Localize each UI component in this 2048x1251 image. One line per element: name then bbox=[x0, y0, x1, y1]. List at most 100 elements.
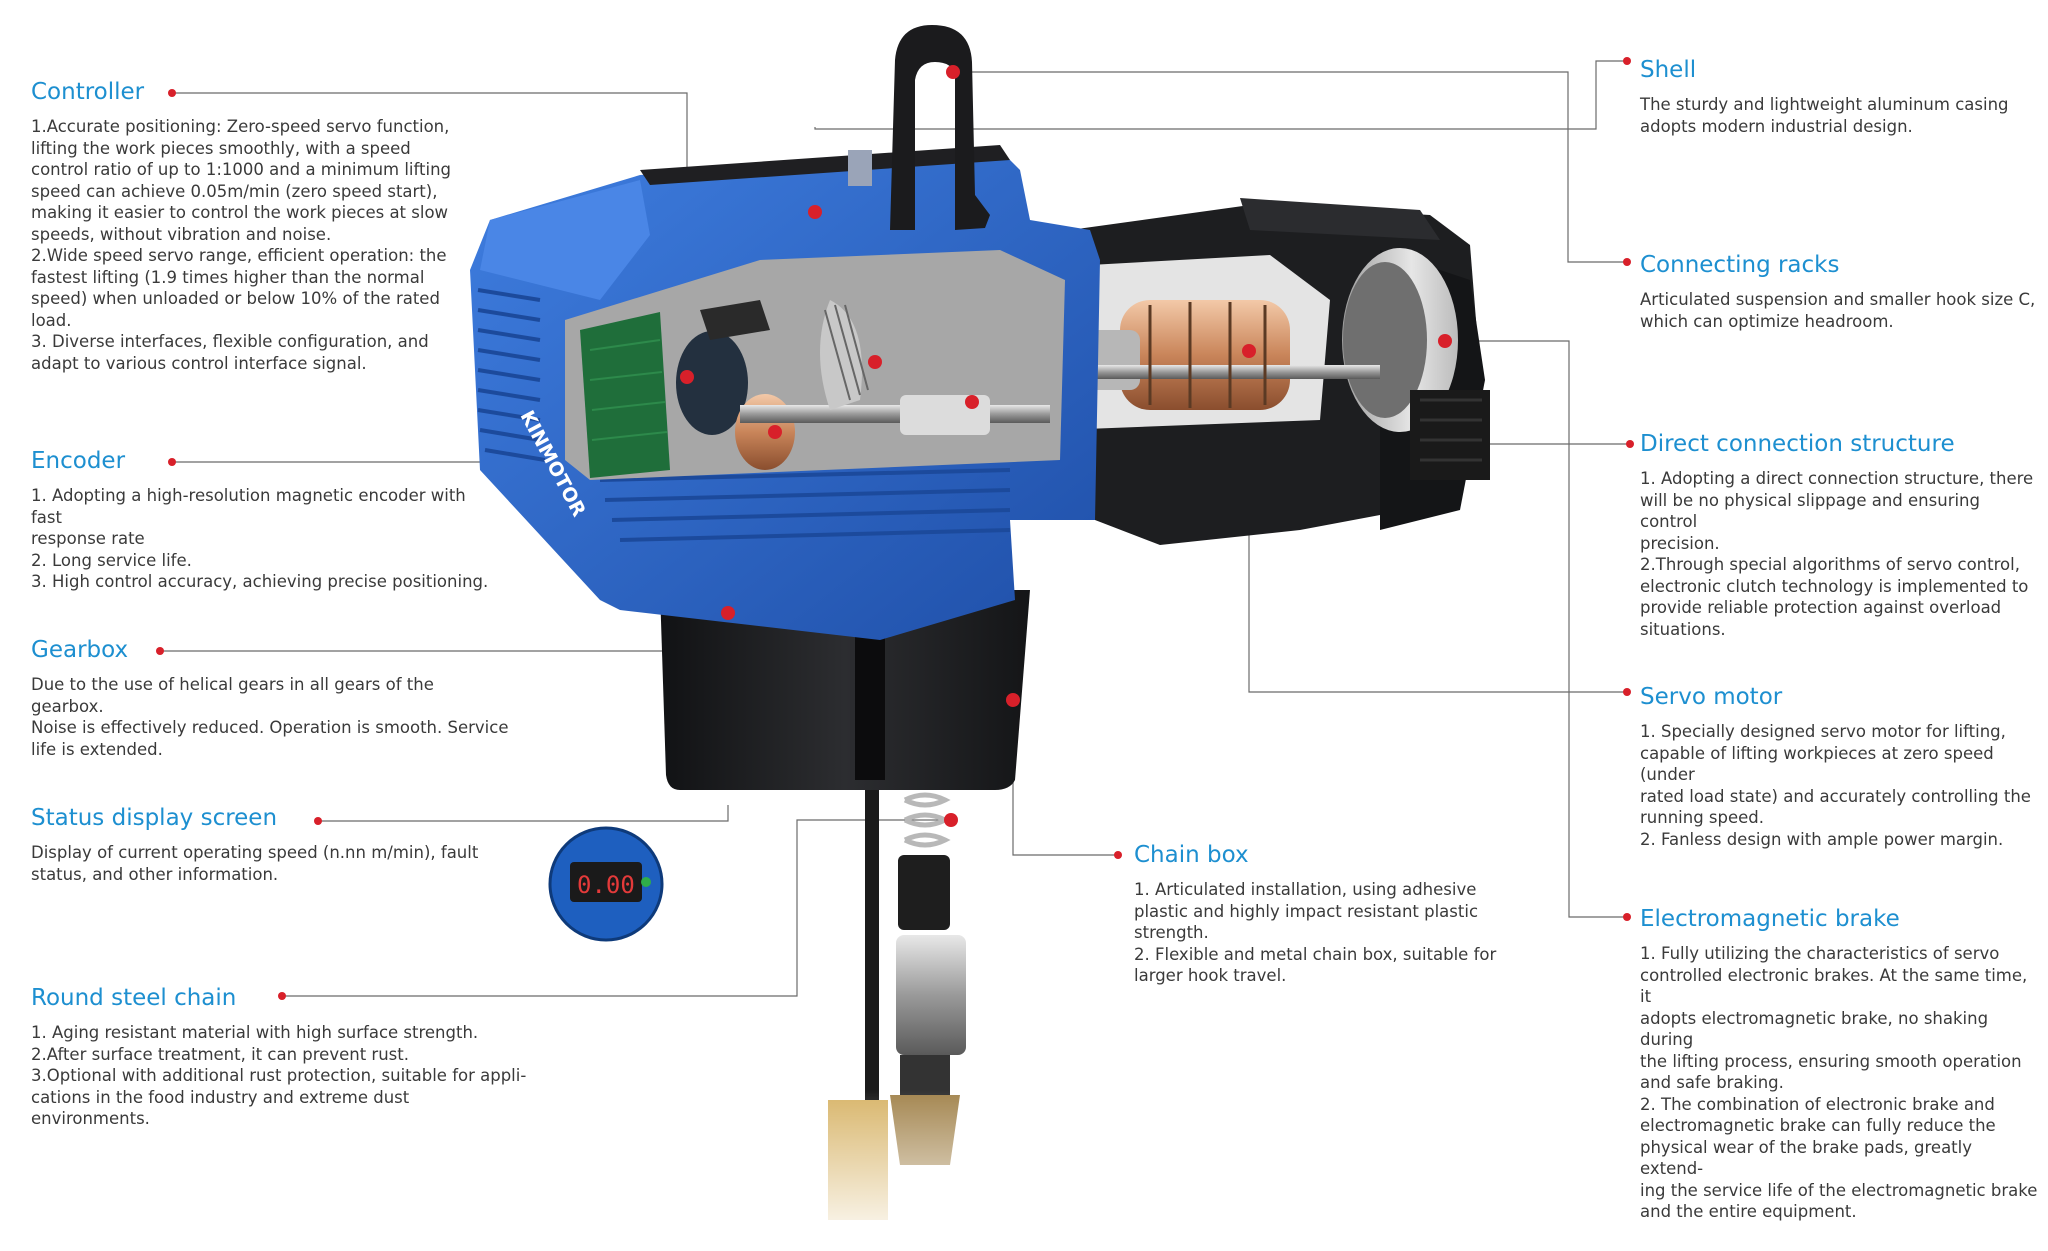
callout-connecting-racks: Connecting racks Articulated suspension … bbox=[1640, 251, 2040, 332]
callout-line: larger hook travel. bbox=[1134, 966, 1287, 985]
callout-body: 1. Adopting a high-resolution magnetic e… bbox=[31, 485, 501, 593]
callout-line: status, and other information. bbox=[31, 864, 279, 884]
callout-body: 1. Fully utilizing the characteristics o… bbox=[1640, 943, 2040, 1223]
callout-line: and safe braking. bbox=[1640, 1073, 1784, 1092]
callout-line: Articulated suspension and smaller hook … bbox=[1640, 290, 2036, 309]
dot-electromagnetic-brake bbox=[1623, 913, 1631, 921]
callout-body: Articulated suspension and smaller hook … bbox=[1640, 289, 2040, 332]
callout-line: physical wear of the brake pads, greatly… bbox=[1640, 1137, 1972, 1179]
callout-line: control ratio of up to 1:1000 and a mini… bbox=[31, 160, 452, 179]
callout-line: 1. Adopting a direct connection structur… bbox=[1640, 469, 2034, 488]
callout-line: rated load state) and accurately control… bbox=[1640, 786, 2031, 806]
callout-line: fastest lifting (1.9 times higher than t… bbox=[31, 267, 425, 287]
callout-line: ing the service life of the electromagne… bbox=[1640, 1180, 2038, 1200]
callout-line: 2.Through special algorithms of servo co… bbox=[1640, 555, 2020, 574]
callout-body: The sturdy and lightweight aluminum casi… bbox=[1640, 94, 2040, 137]
callout-line: adopts modern industrial design. bbox=[1640, 116, 1913, 136]
hook-eye bbox=[848, 25, 990, 230]
callout-line: life is extended. bbox=[31, 739, 163, 759]
callout-line: adopts electromagnetic brake, no shaking… bbox=[1640, 1008, 1989, 1050]
callout-title: Chain box bbox=[1134, 842, 1249, 868]
dot-servo-motor bbox=[1623, 688, 1631, 696]
dot-shell bbox=[1623, 57, 1631, 65]
callout-line: which can optimize headroom. bbox=[1640, 311, 1894, 331]
callout-line: speed can achieve 0.05m/min (zero speed … bbox=[31, 181, 438, 201]
callout-title: Controller bbox=[31, 79, 145, 105]
dot-status-display bbox=[314, 817, 322, 825]
callout-line: precision. bbox=[1640, 533, 1720, 553]
callout-line: speed) when unloaded or below 10% of the… bbox=[31, 289, 440, 308]
leader-dots bbox=[156, 57, 1634, 1000]
callout-body: 1. Specially designed servo motor for li… bbox=[1640, 721, 2040, 850]
callout-line: 1. Aging resistant material with high su… bbox=[31, 1023, 479, 1042]
callout-line: 2.After surface treatment, it can preven… bbox=[31, 1044, 409, 1064]
dot-direct-connection bbox=[1626, 440, 1634, 448]
callout-title: Round steel chain bbox=[31, 985, 237, 1011]
blue-housing: KINMOTOR bbox=[470, 145, 1100, 640]
callout-body: 1. Articulated installation, using adhes… bbox=[1134, 879, 1514, 987]
callout-title: Electromagnetic brake bbox=[1640, 906, 1900, 932]
callout-body: 1.Accurate positioning: Zero-speed servo… bbox=[31, 116, 471, 374]
dot-chain-box bbox=[1114, 851, 1122, 859]
callout-line: 1.Accurate positioning: Zero-speed servo… bbox=[31, 117, 450, 136]
callout-line: 2. Long service life. bbox=[31, 550, 192, 570]
callout-line: 1. Articulated installation, using adhes… bbox=[1134, 880, 1477, 899]
callout-line: cations in the food industry and extreme… bbox=[31, 1087, 410, 1129]
callout-line: lifting the work pieces smoothly, with a… bbox=[31, 138, 411, 158]
dot-round-steel-chain bbox=[278, 992, 286, 1000]
callout-gearbox: Gearbox Due to the use of helical gears … bbox=[31, 636, 511, 760]
callout-line: and the entire equipment. bbox=[1640, 1202, 1857, 1221]
callout-line: the lifting process, ensuring smooth ope… bbox=[1640, 1051, 2022, 1071]
callout-line: Display of current operating speed (n.nn… bbox=[31, 843, 479, 862]
callout-status-display: Status display screen Display of current… bbox=[31, 804, 491, 885]
callout-line: 2. The combination of electronic brake a… bbox=[1640, 1094, 1995, 1114]
callout-line: 1. Adopting a high-resolution magnetic e… bbox=[31, 486, 466, 527]
callout-direct-connection: Direct connection structure 1. Adopting … bbox=[1640, 430, 2040, 640]
callout-title: Gearbox bbox=[31, 637, 129, 663]
callout-title: Status display screen bbox=[31, 805, 278, 831]
callout-line: will be no physical slippage and ensurin… bbox=[1640, 490, 1980, 532]
callout-title: Shell bbox=[1640, 57, 1697, 83]
callout-servo-motor: Servo motor 1. Specially designed servo … bbox=[1640, 683, 2040, 850]
callout-line: electronic clutch technology is implemen… bbox=[1640, 576, 2029, 596]
callout-title: Direct connection structure bbox=[1640, 431, 1955, 457]
callout-line: 2. Flexible and metal chain box, suitabl… bbox=[1134, 944, 1497, 964]
callout-body: 1. Adopting a direct connection structur… bbox=[1640, 468, 2040, 640]
callout-line: The sturdy and lightweight aluminum casi… bbox=[1640, 95, 2009, 114]
callout-body: 1. Aging resistant material with high su… bbox=[31, 1022, 531, 1130]
callout-encoder: Encoder 1. Adopting a high-resolution ma… bbox=[31, 447, 501, 593]
callout-chain-box: Chain box 1. Articulated installation, u… bbox=[1134, 841, 1514, 987]
callout-line: controlled electronic brakes. At the sam… bbox=[1640, 965, 2028, 1007]
callout-line: 1. Specially designed servo motor for li… bbox=[1640, 722, 2006, 741]
callout-line: adapt to various control interface signa… bbox=[31, 353, 367, 373]
callout-title: Servo motor bbox=[1640, 684, 1783, 710]
callout-line: Due to the use of helical gears in all g… bbox=[31, 675, 434, 716]
callout-line: provide reliable protection against over… bbox=[1640, 598, 2002, 617]
callout-line: capable of lifting workpieces at zero sp… bbox=[1640, 743, 1994, 785]
dot-connecting-racks bbox=[1623, 258, 1631, 266]
callout-title: Connecting racks bbox=[1640, 252, 1840, 278]
callout-line: making it easier to control the work pie… bbox=[31, 203, 449, 222]
callout-round-steel-chain: Round steel chain 1. Aging resistant mat… bbox=[31, 984, 531, 1130]
callout-line: load. bbox=[31, 310, 72, 330]
callout-line: 3. High control accuracy, achieving prec… bbox=[31, 572, 489, 591]
callout-line: situations. bbox=[1640, 619, 1726, 639]
callout-line: 3.Optional with additional rust protecti… bbox=[31, 1066, 527, 1085]
callout-line: 1. Fully utilizing the characteristics o… bbox=[1640, 944, 2000, 963]
callout-line: electromagnetic brake can fully reduce t… bbox=[1640, 1116, 1996, 1135]
callout-line: running speed. bbox=[1640, 808, 1765, 827]
callout-line: response rate bbox=[31, 529, 145, 548]
callout-line: 2. Fanless design with ample power margi… bbox=[1640, 829, 2004, 849]
callout-title: Encoder bbox=[31, 448, 126, 474]
callout-electromagnetic-brake: Electromagnetic brake 1. Fully utilizing… bbox=[1640, 905, 2040, 1223]
callout-line: speeds, without vibration and noise. bbox=[31, 224, 332, 244]
dot-controller bbox=[168, 89, 176, 97]
callout-line: Noise is effectively reduced. Operation … bbox=[31, 718, 509, 737]
callout-body: Display of current operating speed (n.nn… bbox=[31, 842, 491, 885]
callout-line: strength. bbox=[1134, 923, 1209, 942]
callout-shell: Shell The sturdy and lightweight aluminu… bbox=[1640, 56, 2040, 137]
dot-gearbox bbox=[156, 647, 164, 655]
callout-line: 2.Wide speed servo range, efficient oper… bbox=[31, 246, 447, 265]
